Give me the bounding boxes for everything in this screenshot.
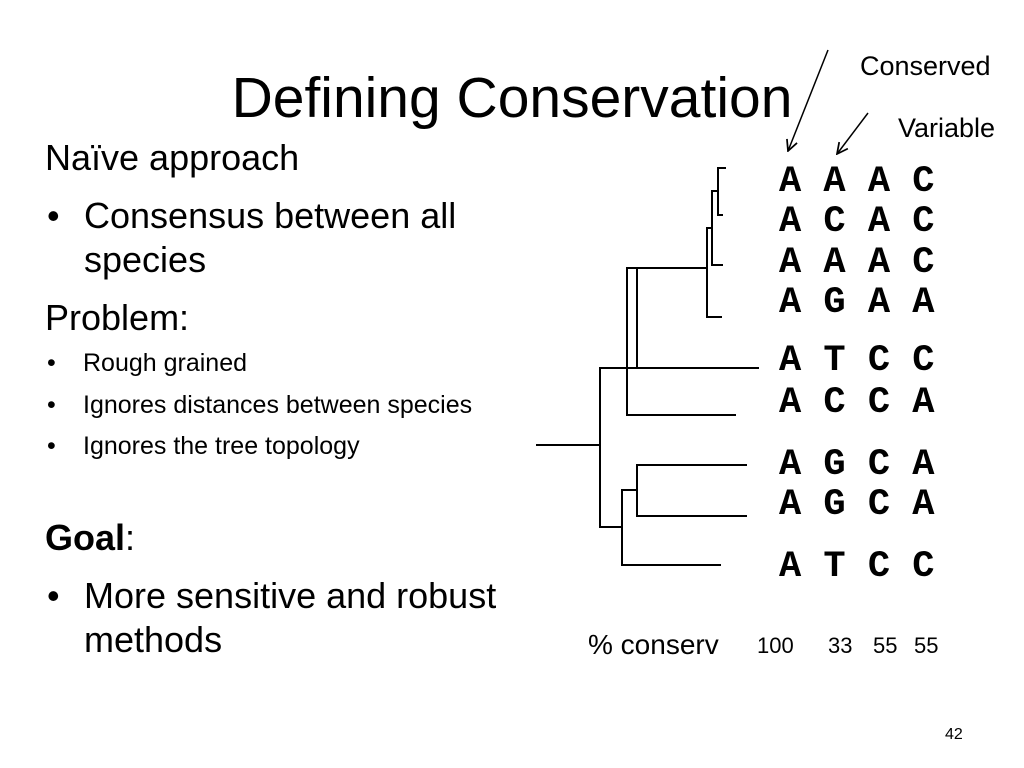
conservation-value: 55 <box>873 633 898 658</box>
alignment-row: A T C C <box>779 340 935 382</box>
problem-bullet-item: Rough grained <box>83 349 248 377</box>
bullet-symbol: • <box>47 575 60 616</box>
conserved-label: Conserved <box>860 51 991 81</box>
bullet-symbol: • <box>47 432 56 460</box>
slide-title: Defining Conservation <box>231 66 793 130</box>
conserved-arrow <box>788 49 829 151</box>
conservation-value: 100 <box>757 633 794 658</box>
alignment-row: A G C A <box>779 444 935 486</box>
alignment-row: A C A C <box>779 201 935 243</box>
goal-heading-bold: Goal <box>45 517 126 558</box>
alignment-row: A G C A <box>779 484 935 526</box>
conservation-value: 55 <box>914 633 939 658</box>
alignment-row: A A A C <box>779 161 935 203</box>
alignment-row: A A A C <box>779 242 935 284</box>
alignment-row: A C C A <box>779 382 935 424</box>
naive-bullet-item: Consensus between all species <box>84 195 457 280</box>
problem-bullet-item: Ignores the tree topology <box>83 432 360 460</box>
alignment-row: A T C C <box>779 546 935 588</box>
bullet-symbol: • <box>47 349 56 377</box>
goal-heading-colon: : <box>125 517 136 558</box>
naive-approach-heading: Naïve approach <box>45 137 300 178</box>
problem-bullet-item: Ignores distances between species <box>83 391 473 419</box>
phylogenetic-tree <box>536 167 759 566</box>
page-number: 42 <box>945 726 963 743</box>
bullet-symbol: • <box>47 391 56 419</box>
bullet-symbol: • <box>47 195 60 236</box>
conservation-value: 33 <box>828 633 853 658</box>
problem-heading: Problem: <box>45 297 190 338</box>
variable-label: Variable <box>898 113 996 143</box>
goal-heading: Goal: <box>45 520 135 556</box>
variable-arrow <box>837 112 869 154</box>
conservation-label: % conserv <box>588 629 719 660</box>
alignment-row: A G A A <box>779 282 935 324</box>
goal-bullet-item: More sensitive and robust methods <box>84 575 497 660</box>
